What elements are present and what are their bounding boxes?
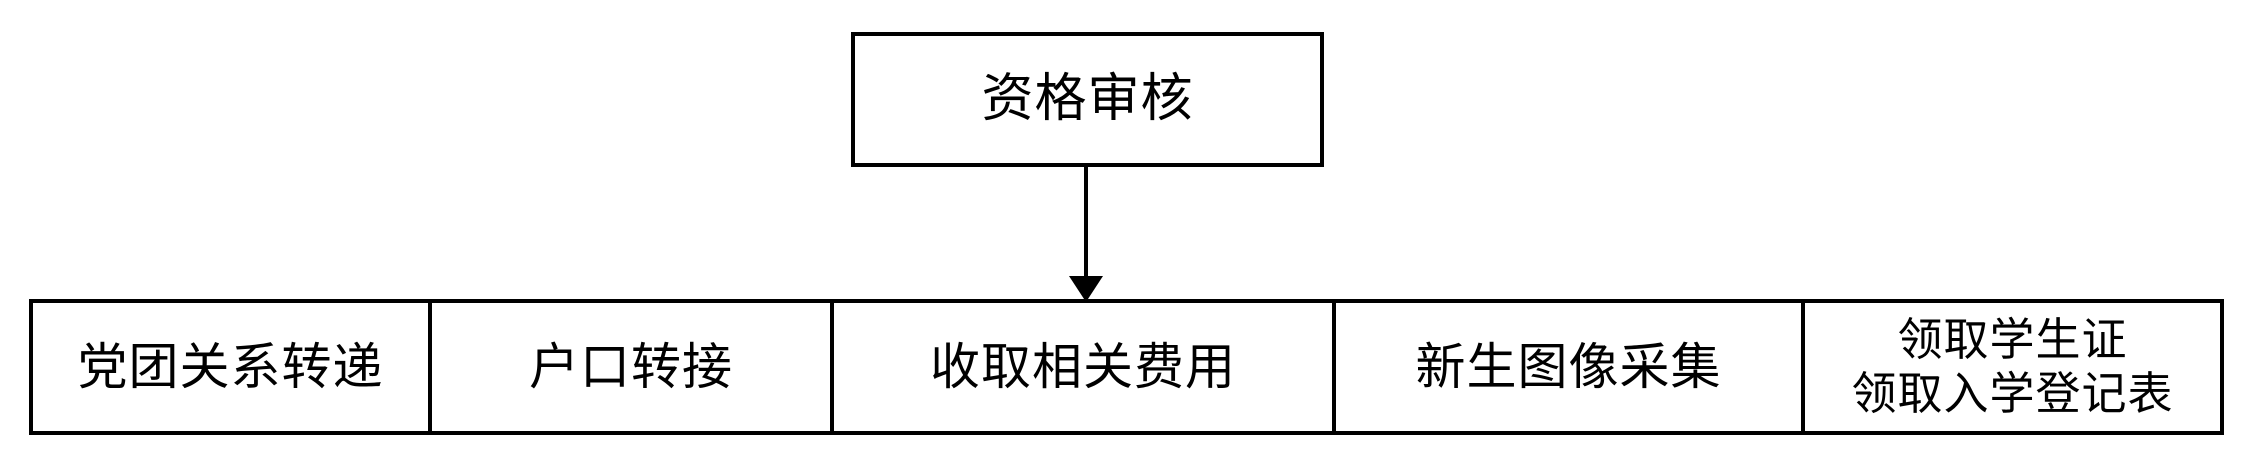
node-collect-student-id-and-form-label: 领取学生证 领取入学登记表 bbox=[1851, 313, 2173, 421]
node-collect-student-id-and-form[interactable]: 领取学生证 领取入学登记表 bbox=[1805, 303, 2220, 431]
node-household-registration-transfer-label: 户口转接 bbox=[529, 338, 733, 396]
node-party-league-transfer[interactable]: 党团关系转递 bbox=[33, 303, 432, 431]
node-row: 党团关系转递 户口转接 收取相关费用 新生图像采集 领取学生证 领取入学登记表 bbox=[29, 299, 2224, 435]
node-party-league-transfer-label: 党团关系转递 bbox=[77, 338, 384, 396]
connector-line bbox=[1084, 167, 1088, 283]
node-collect-student-id-line1: 领取学生证 bbox=[1897, 313, 2128, 366]
down-arrow-icon bbox=[1069, 276, 1103, 302]
node-collect-related-fees-label: 收取相关费用 bbox=[930, 338, 1236, 396]
node-freshman-photo-capture[interactable]: 新生图像采集 bbox=[1336, 303, 1805, 431]
node-qualification-review-label: 资格审核 bbox=[981, 69, 1194, 130]
node-freshman-photo-capture-label: 新生图像采集 bbox=[1415, 338, 1722, 396]
node-collect-related-fees[interactable]: 收取相关费用 bbox=[834, 303, 1336, 431]
node-collect-student-id-line2: 领取入学登记表 bbox=[1851, 367, 2174, 420]
node-qualification-review[interactable]: 资格审核 bbox=[851, 32, 1324, 167]
node-household-registration-transfer[interactable]: 户口转接 bbox=[432, 303, 834, 431]
